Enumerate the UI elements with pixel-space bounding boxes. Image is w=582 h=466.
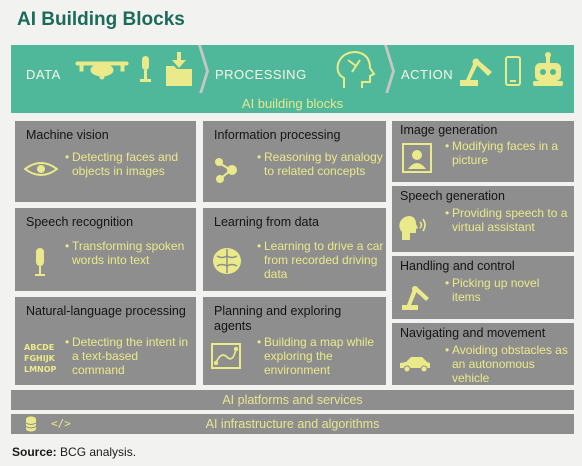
nlp-box: Natural-language processing ABCDE FGHIJK… <box>15 297 196 385</box>
speech-recognition-box: Speech recognition Transforming spoken w… <box>15 208 196 291</box>
page-title: AI Building Blocks <box>17 9 185 30</box>
robot-arm-icon <box>460 58 492 86</box>
handling-control-title: Handling and control <box>400 259 515 273</box>
download-folder-icon <box>166 52 192 86</box>
ai-infrastructure-label: AI infrastructure and algorithms <box>205 417 380 431</box>
ai-platforms-strip: AI platforms and services <box>11 390 574 410</box>
alphabet-icon: ABCDE FGHIJK LMNOP <box>24 343 57 374</box>
planning-title: Planning and exploring agents <box>214 304 342 333</box>
stage-arrows <box>11 45 574 113</box>
action-arrow <box>387 45 574 97</box>
drone-icon <box>75 61 129 80</box>
source-note: Source: BCG analysis. <box>12 445 137 459</box>
map-route-icon <box>211 343 241 369</box>
building-blocks-label: AI building blocks <box>241 96 344 111</box>
speaking-head-icon <box>399 216 426 240</box>
machine-vision-title: Machine vision <box>26 128 109 142</box>
information-processing-title: Information processing <box>214 128 341 142</box>
microphone-icon <box>35 248 45 276</box>
speech-recognition-bullet: Transforming spoken words into text <box>65 239 190 267</box>
ai-infrastructure-strip: </> AI infrastructure and algorithms <box>11 414 574 434</box>
speech-recognition-title: Speech recognition <box>26 215 134 229</box>
nlp-title: Natural-language processing <box>26 304 186 318</box>
nlp-bullet: Detecting the intent in a text-based com… <box>65 335 192 377</box>
portrait-icon <box>402 143 432 173</box>
image-generation-title: Image generation <box>400 123 498 137</box>
handling-control-bullet: Picking up novel items <box>445 276 570 304</box>
ai-platforms-label: AI platforms and services <box>222 393 363 407</box>
robot-head-icon <box>533 52 563 86</box>
navigating-movement-bullet: Avoiding obstacles as an autonomous vehi… <box>445 343 570 385</box>
planning-box: Planning and exploring agents Building a… <box>203 297 386 385</box>
phone-icon <box>505 56 521 86</box>
learning-from-data-box: Learning from data Learning to drive a c… <box>203 208 386 291</box>
stage-data-label: DATA <box>26 67 61 82</box>
machine-vision-box: Machine vision Detecting faces and objec… <box>15 121 196 202</box>
image-generation-bullet: Modifying faces in a picture <box>445 139 570 167</box>
eye-icon <box>24 162 58 176</box>
car-icon <box>400 357 430 373</box>
navigating-movement-box: Navigating and movement Avoiding obstacl… <box>392 323 574 385</box>
stage-processing-label: PROCESSING <box>215 67 307 82</box>
robot-arm-icon <box>402 286 429 310</box>
stage-action-label: ACTION <box>401 67 454 82</box>
navigating-movement-title: Navigating and movement <box>400 326 546 340</box>
image-generation-box: Image generation Modifying faces in a pi… <box>392 121 574 182</box>
ai-head-icon <box>336 50 376 88</box>
information-processing-bullet: Reasoning by analogy to related concepts <box>257 150 384 178</box>
speech-generation-box: Speech generation Providing speech to a … <box>392 186 574 252</box>
speech-generation-bullet: Providing speech to a virtual assistant <box>445 206 570 234</box>
code-icon: </> <box>51 417 71 430</box>
handling-control-box: Handling and control Picking up novel it… <box>392 256 574 319</box>
database-icon <box>25 416 37 432</box>
learning-from-data-bullet: Learning to drive a car from recorded dr… <box>257 239 384 281</box>
network-nodes-icon <box>215 158 237 183</box>
brain-icon <box>213 248 241 274</box>
machine-vision-bullet: Detecting faces and objects in images <box>65 150 190 178</box>
microphone-icon <box>140 56 151 82</box>
information-processing-box: Information processing Reasoning by anal… <box>203 121 386 202</box>
planning-bullet: Building a map while exploring the envir… <box>257 335 384 377</box>
lower-band <box>11 93 574 113</box>
speech-generation-title: Speech generation <box>400 189 505 203</box>
learning-from-data-title: Learning from data <box>214 215 319 229</box>
